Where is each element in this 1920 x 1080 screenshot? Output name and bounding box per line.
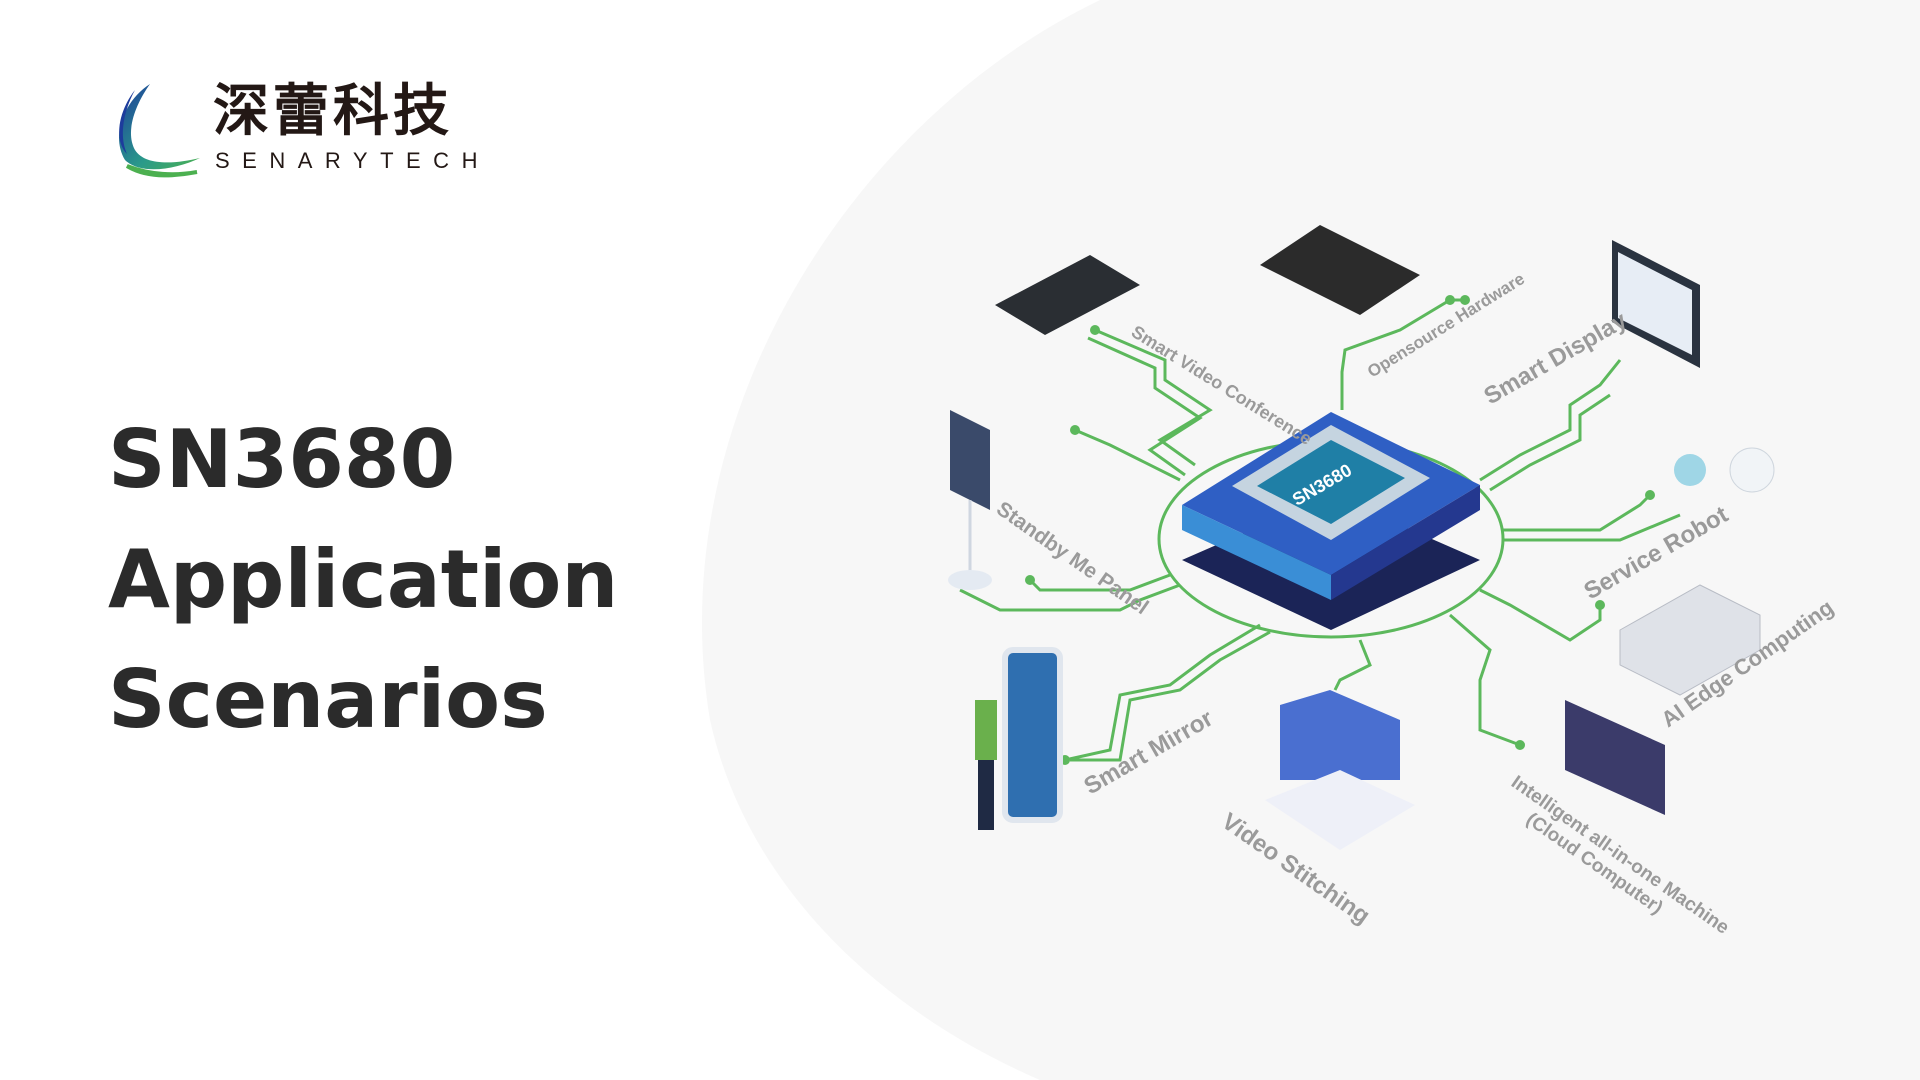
video-stitching-icon <box>1280 690 1400 780</box>
title-line-scenarios: Scenarios <box>108 653 548 746</box>
opensource-board-icon <box>1260 225 1420 315</box>
title-line-model: SN3680 <box>108 413 456 506</box>
logo-chinese-text: 深蕾科技 <box>213 79 453 144</box>
label-standby-me-panel: Standby Me Panel <box>992 497 1152 619</box>
smart-mirror-icon <box>1002 647 1063 823</box>
person-icon <box>975 700 997 760</box>
all-in-one-machine-icon <box>1565 700 1665 815</box>
ai-edge-box-icon <box>1619 584 1761 696</box>
service-robot-icon <box>1729 447 1775 493</box>
logo-english-text: SENARYTECH <box>215 148 490 173</box>
logo-mark-icon <box>119 84 200 178</box>
label-intelligent-all-in-one: Intelligent all-in-one Machine <box>1507 772 1733 939</box>
page-title: SN3680 Application Scenarios <box>108 400 618 760</box>
video-conference-device-icon <box>995 255 1140 335</box>
title-line-application: Application <box>108 533 619 626</box>
senarytech-logo: 深蕾科技 SENARYTECH <box>105 80 495 180</box>
sn3680-chip-icon <box>1182 412 1480 630</box>
device-icons <box>948 225 1775 850</box>
standby-me-panel-icon <box>950 410 990 510</box>
